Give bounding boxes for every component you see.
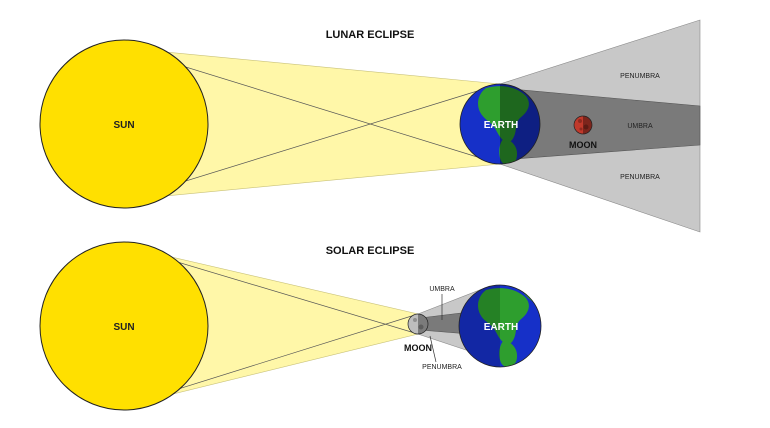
- solar-umbra-label: UMBRA: [429, 286, 455, 293]
- lunar-penumbra-top-label: PENUMBRA: [620, 73, 660, 80]
- solar-sun-label: SUN: [113, 322, 134, 333]
- lunar-sun: [39, 39, 209, 209]
- solar-eclipse-panel: SOLAR ECLIPSE SUN EARTH: [39, 241, 542, 411]
- lunar-penumbra-bottom-label: PENUMBRA: [620, 174, 660, 181]
- solar-moon: [407, 313, 429, 335]
- lunar-sun-label: SUN: [113, 120, 134, 131]
- solar-eclipse-title: SOLAR ECLIPSE: [326, 245, 415, 257]
- lunar-moon: [573, 115, 593, 135]
- lunar-eclipse-title: LUNAR ECLIPSE: [326, 29, 415, 41]
- solar-earth-label: EARTH: [484, 322, 518, 333]
- solar-penumbra-label: PENUMBRA: [422, 364, 462, 371]
- lunar-umbra-label: UMBRA: [627, 123, 653, 130]
- solar-sun: [39, 241, 209, 411]
- lunar-earth-label: EARTH: [484, 120, 518, 131]
- lunar-eclipse-panel: LUNAR ECLIPSE SUN EARTH: [39, 19, 701, 233]
- solar-earth: [458, 284, 542, 368]
- solar-moon-label: MOON: [404, 343, 432, 353]
- lunar-moon-label: MOON: [569, 140, 597, 150]
- solar-penumbra-leader: [429, 335, 437, 363]
